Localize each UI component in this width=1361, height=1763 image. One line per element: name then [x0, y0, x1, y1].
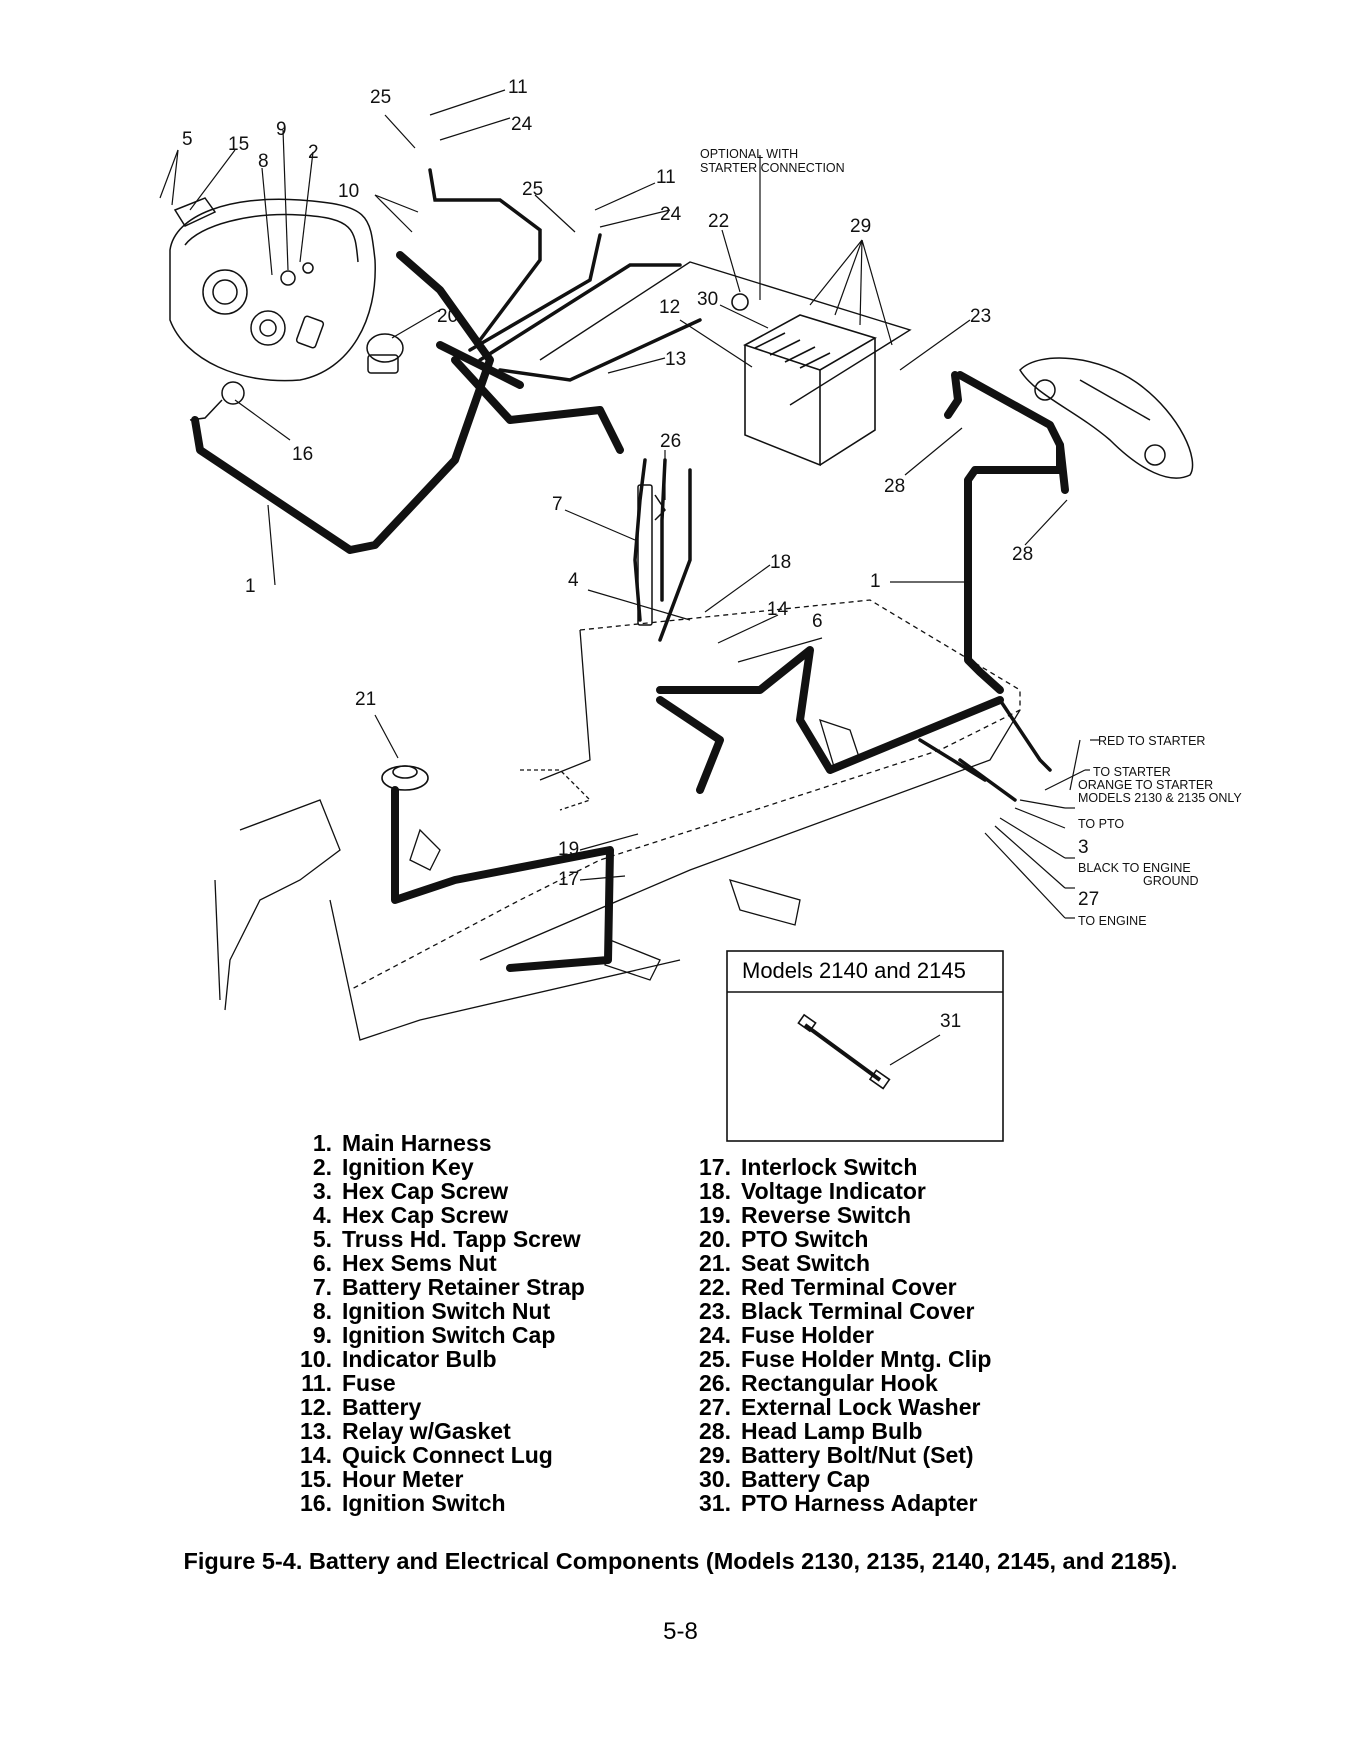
battery-icon [731, 293, 877, 467]
legend-item: 9.Ignition Switch Cap [312, 1322, 556, 1348]
legend-item: 5.Truss Hd. Tapp Screw [312, 1226, 581, 1252]
callout-label: 12 [659, 297, 681, 318]
note-to-pto: TO PTO [1078, 817, 1125, 831]
legend-item: 23.Black Terminal Cover [699, 1298, 975, 1324]
leader-lines [159, 89, 1086, 1066]
legend-item: 7.Battery Retainer Strap [312, 1274, 585, 1300]
note-optional-line2: STARTER CONNECTION [700, 161, 845, 175]
callout-label: 11 [656, 167, 676, 188]
callout-label: 10 [338, 181, 360, 202]
parts-legend-left: 1.Main Harness 2.Ignition Key 3.Hex Cap … [288, 1131, 585, 1515]
note-models-only: MODELS 2130 & 2135 ONLY [1078, 791, 1242, 805]
legend-item: 4.Hex Cap Screw [312, 1202, 509, 1228]
note-orange-to-starter: ORANGE TO STARTER [1078, 778, 1214, 792]
legend-item: 17.Interlock Switch [699, 1154, 918, 1180]
tractor-frame [214, 599, 1021, 1041]
legend-item: 15.Hour Meter [300, 1466, 464, 1492]
legend-item: 16.Ignition Switch [300, 1490, 506, 1516]
note-ground: GROUND [1143, 874, 1199, 888]
callout-label: 8 [258, 151, 269, 172]
inset-title: Models 2140 and 2145 [742, 958, 966, 983]
callout-label: 16 [292, 444, 314, 465]
callout-label: 4 [568, 570, 579, 591]
callout-label: 24 [660, 204, 682, 225]
callout-label: 19 [558, 839, 580, 860]
note-leaders [1065, 739, 1100, 919]
legend-item: 26.Rectangular Hook [699, 1370, 938, 1396]
callout-label: 17 [558, 869, 580, 890]
headlamp-assembly [1019, 357, 1194, 479]
note-to-engine: TO ENGINE [1078, 914, 1147, 928]
callout-label: 28 [884, 476, 906, 497]
callout-label: 25 [370, 87, 392, 108]
callout-label: 9 [276, 119, 287, 140]
callout-label: 20 [437, 306, 459, 327]
callout-label: 11 [508, 77, 528, 98]
inset-box [726, 950, 1004, 1142]
callout-label: 25 [522, 179, 544, 200]
legend-item: 8.Ignition Switch Nut [312, 1298, 551, 1324]
callout-label: 26 [660, 431, 682, 452]
legend-item: 12.Battery [300, 1394, 422, 1420]
legend-item: 10.Indicator Bulb [300, 1346, 497, 1372]
legend-item: 13.Relay w/Gasket [300, 1418, 511, 1444]
page-number: 5-8 [663, 1618, 698, 1645]
callout-label: 27 [1078, 889, 1100, 910]
callout-label: 21 [355, 689, 377, 710]
callout-label: 15 [228, 134, 250, 155]
callout-label: 22 [708, 211, 730, 232]
battery-retainer-strap [637, 484, 666, 626]
parts-legend-right: 17.Interlock Switch 18.Voltage Indicator… [687, 1155, 991, 1515]
callout-label: 7 [552, 494, 563, 515]
legend-item: 21.Seat Switch [699, 1250, 871, 1276]
seat-switch-icon [381, 765, 429, 791]
callout-label: 18 [770, 552, 792, 573]
note-red-to-starter: RED TO STARTER [1098, 734, 1206, 748]
legend-item: 31.PTO Harness Adapter [699, 1490, 978, 1516]
legend-item: 11.Fuse [301, 1370, 396, 1396]
legend-item: 18.Voltage Indicator [699, 1178, 926, 1204]
callout-label: 24 [511, 114, 533, 135]
legend-item: 29.Battery Bolt/Nut (Set) [699, 1442, 974, 1468]
legend-item: 24.Fuse Holder [699, 1322, 874, 1348]
callout-label: 6 [812, 611, 823, 632]
legend-item: 22.Red Terminal Cover [699, 1274, 957, 1300]
pto-switch-icon [366, 333, 404, 374]
legend-item: 2.Ignition Key [312, 1154, 474, 1180]
callout-label: 5 [182, 129, 193, 150]
callout-label: 1 [870, 571, 881, 592]
callout-label: 28 [1012, 544, 1034, 565]
figure-caption: Figure 5-4. Battery and Electrical Compo… [183, 1548, 1178, 1574]
note-black-to-engine: BLACK TO ENGINE [1078, 861, 1191, 875]
legend-item: 27.External Lock Washer [699, 1394, 981, 1420]
dashboard-console [169, 197, 376, 382]
legend-item: 14.Quick Connect Lug [300, 1442, 553, 1468]
callout-label: 14 [767, 599, 789, 620]
callout-label: 13 [665, 349, 687, 370]
callout-label: 29 [850, 216, 872, 237]
legend-item: 20.PTO Switch [699, 1226, 869, 1252]
legend-item: 6.Hex Sems Nut [312, 1250, 497, 1276]
note-to-starter: TO STARTER [1093, 765, 1171, 779]
battery-tray [539, 261, 912, 406]
callout-label: 3 [1078, 837, 1089, 858]
main-harness [191, 251, 1069, 972]
legend-item: 28.Head Lamp Bulb [699, 1418, 923, 1444]
hour-meter-icon [173, 197, 217, 227]
legend-item: 1.Main Harness [312, 1130, 492, 1156]
callout-label: 31 [940, 1011, 962, 1032]
callout-label: 1 [245, 576, 256, 597]
callout-label: 23 [970, 306, 992, 327]
legend-item: 19.Reverse Switch [699, 1202, 912, 1228]
callout-label: 2 [308, 142, 319, 163]
legend-item: 3.Hex Cap Screw [312, 1178, 509, 1204]
callout-label: 30 [697, 289, 719, 310]
legend-item: 30.Battery Cap [699, 1466, 871, 1492]
legend-item: 25.Fuse Holder Mntg. Clip [699, 1346, 992, 1372]
note-optional-line1: OPTIONAL WITH [700, 147, 799, 161]
